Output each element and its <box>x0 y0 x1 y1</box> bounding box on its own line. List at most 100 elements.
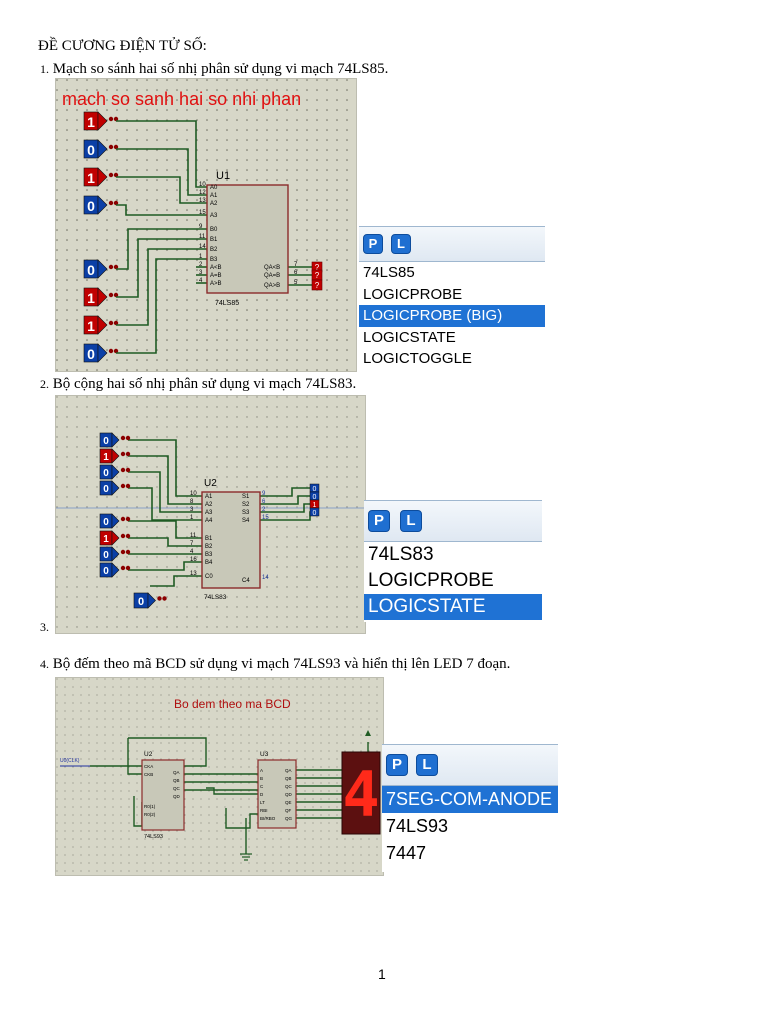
pin-number: 16 <box>190 557 197 563</box>
pin-number: 11 <box>190 533 197 539</box>
output-pin: 14 <box>262 575 269 581</box>
pin-label: B4 <box>205 560 213 566</box>
pin-number: 3 <box>190 507 194 513</box>
pin-label: CKA <box>144 764 153 769</box>
logicstate-source[interactable]: 1 <box>99 530 131 546</box>
pin-label: B1 <box>205 536 213 542</box>
svg-text:0: 0 <box>87 262 95 278</box>
logicstate-source[interactable]: 1 <box>83 315 119 335</box>
chip-name: 74LS83 <box>204 594 227 601</box>
logicstate-source[interactable]: 0 <box>83 259 119 279</box>
item-number: 4. <box>40 657 49 671</box>
logic-probe: ? <box>311 279 323 291</box>
svg-text:1: 1 <box>103 534 109 545</box>
library-button[interactable]: L <box>391 234 411 254</box>
page-number: 1 <box>378 966 386 982</box>
output-pin: 6 <box>262 499 266 505</box>
pin-number: 15 <box>199 210 206 216</box>
pin-number: 13 <box>199 198 206 204</box>
logicstate-source[interactable]: 0 <box>99 562 131 578</box>
chip-ref: U2 <box>204 478 217 489</box>
device-list-item[interactable]: 74LS83 <box>368 544 434 565</box>
device-list-item[interactable]: 74LS93 <box>386 816 449 836</box>
logicstate-source[interactable]: 1 <box>99 448 131 464</box>
chip-name: 74LS93 <box>144 834 163 840</box>
pin-label: QE <box>285 800 292 805</box>
chip-ref: U3 <box>260 751 269 758</box>
logicstate-source[interactable]: 0 <box>99 480 131 496</box>
svg-text:?: ? <box>315 263 320 272</box>
pin-label: A4 <box>205 518 213 524</box>
device-list-item[interactable]: LOGICSTATE <box>364 594 542 620</box>
logicstate-source[interactable]: 0 <box>99 546 131 562</box>
logicstate-source[interactable]: 0 <box>99 432 131 448</box>
pin-label: B2 <box>210 247 218 253</box>
pin-label: QC <box>173 786 181 791</box>
output-label: C4 <box>242 578 250 584</box>
pin-label: QB <box>285 776 292 781</box>
logicstate-source[interactable]: 0 <box>99 513 131 529</box>
schematic-caption: Bo dem theo ma BCD <box>174 697 291 711</box>
pin-number: 12 <box>199 190 206 196</box>
output-pin: 7 <box>294 262 298 268</box>
output-label: S3 <box>242 510 250 516</box>
pin-label: B3 <box>205 552 213 558</box>
pick-devices-button[interactable]: P <box>363 234 383 254</box>
pin-label: R0(2) <box>144 812 156 817</box>
schematic-bcd-counter: Bo dem theo ma BCD U0(CLK) U2 74LS93 CKA… <box>55 677 384 876</box>
pin-number: 13 <box>190 571 197 577</box>
output-label: QA=B <box>264 273 280 279</box>
svg-text:0: 0 <box>103 517 109 528</box>
device-list-item[interactable]: LOGICPROBE (BIG) <box>359 305 545 327</box>
pin-label: B3 <box>210 257 218 263</box>
schematic-caption: mach so sanh hai so nhi phan <box>62 89 301 109</box>
pin-number: 7 <box>190 541 194 547</box>
device-list-item[interactable]: LOGICPROBE <box>368 570 494 591</box>
pin-label: D <box>260 792 264 797</box>
logicstate-inputs-a: 1 0 1 0 0 1 1 0 <box>83 111 119 363</box>
pin-label: A=B <box>210 273 222 279</box>
pick-devices-button[interactable]: P <box>386 754 408 776</box>
library-button[interactable]: L <box>416 754 438 776</box>
output-label: S1 <box>242 494 250 500</box>
output-pin: 5 <box>294 280 298 286</box>
logicstate-source[interactable]: 0 <box>83 343 119 363</box>
pin-label: QB <box>173 778 180 783</box>
output-label: S4 <box>242 518 250 524</box>
svg-text:?: ? <box>315 271 320 280</box>
logicstate-source[interactable]: 0 <box>133 592 167 609</box>
pin-number: 14 <box>199 244 206 250</box>
logicstate-source[interactable]: 0 <box>83 195 119 215</box>
output-label: QA>B <box>264 283 280 289</box>
pin-label: A <box>260 768 263 773</box>
pin-label: A>B <box>210 281 222 287</box>
device-list-item[interactable]: LOGICTOGGLE <box>363 350 472 367</box>
pin-label: A3 <box>210 213 218 219</box>
logicstate-source[interactable]: 1 <box>83 287 119 307</box>
library-button[interactable]: L <box>400 510 422 532</box>
device-list-item[interactable]: LOGICPROBE <box>363 285 463 303</box>
logicstate-source[interactable]: 1 <box>83 167 119 187</box>
device-list-item[interactable]: 7447 <box>386 843 427 863</box>
output-pin: 9 <box>262 491 266 497</box>
pin-number: 1 <box>190 515 194 521</box>
svg-text:1: 1 <box>87 114 95 130</box>
pin-number: 10 <box>199 182 206 188</box>
pin-label: R0(1) <box>144 804 156 809</box>
logicstate-source[interactable]: 0 <box>99 464 131 480</box>
device-list-item[interactable]: 74LS85 <box>363 264 415 281</box>
pin-label: C <box>260 784 264 789</box>
logicstate-source[interactable]: 1 <box>83 111 119 131</box>
device-list-item[interactable]: 7SEG-COM-ANODE <box>382 786 558 813</box>
device-list-item[interactable]: LOGICSTATE <box>363 328 456 346</box>
svg-text:0: 0 <box>103 436 109 447</box>
document-title: ĐỀ CƯƠNG ĐIỆN TỬ SỐ: <box>38 38 207 54</box>
device-picker-panel-3: P L 7SEG-COM-ANODE 74LS93 7447 <box>382 744 558 872</box>
logicstate-source[interactable]: 0 <box>83 139 119 159</box>
output-pin: 15 <box>262 515 269 521</box>
item-2: 2. Bộ cộng hai số nhị phân sử dụng vi mạ… <box>40 376 356 393</box>
pick-devices-button[interactable]: P <box>368 510 390 532</box>
